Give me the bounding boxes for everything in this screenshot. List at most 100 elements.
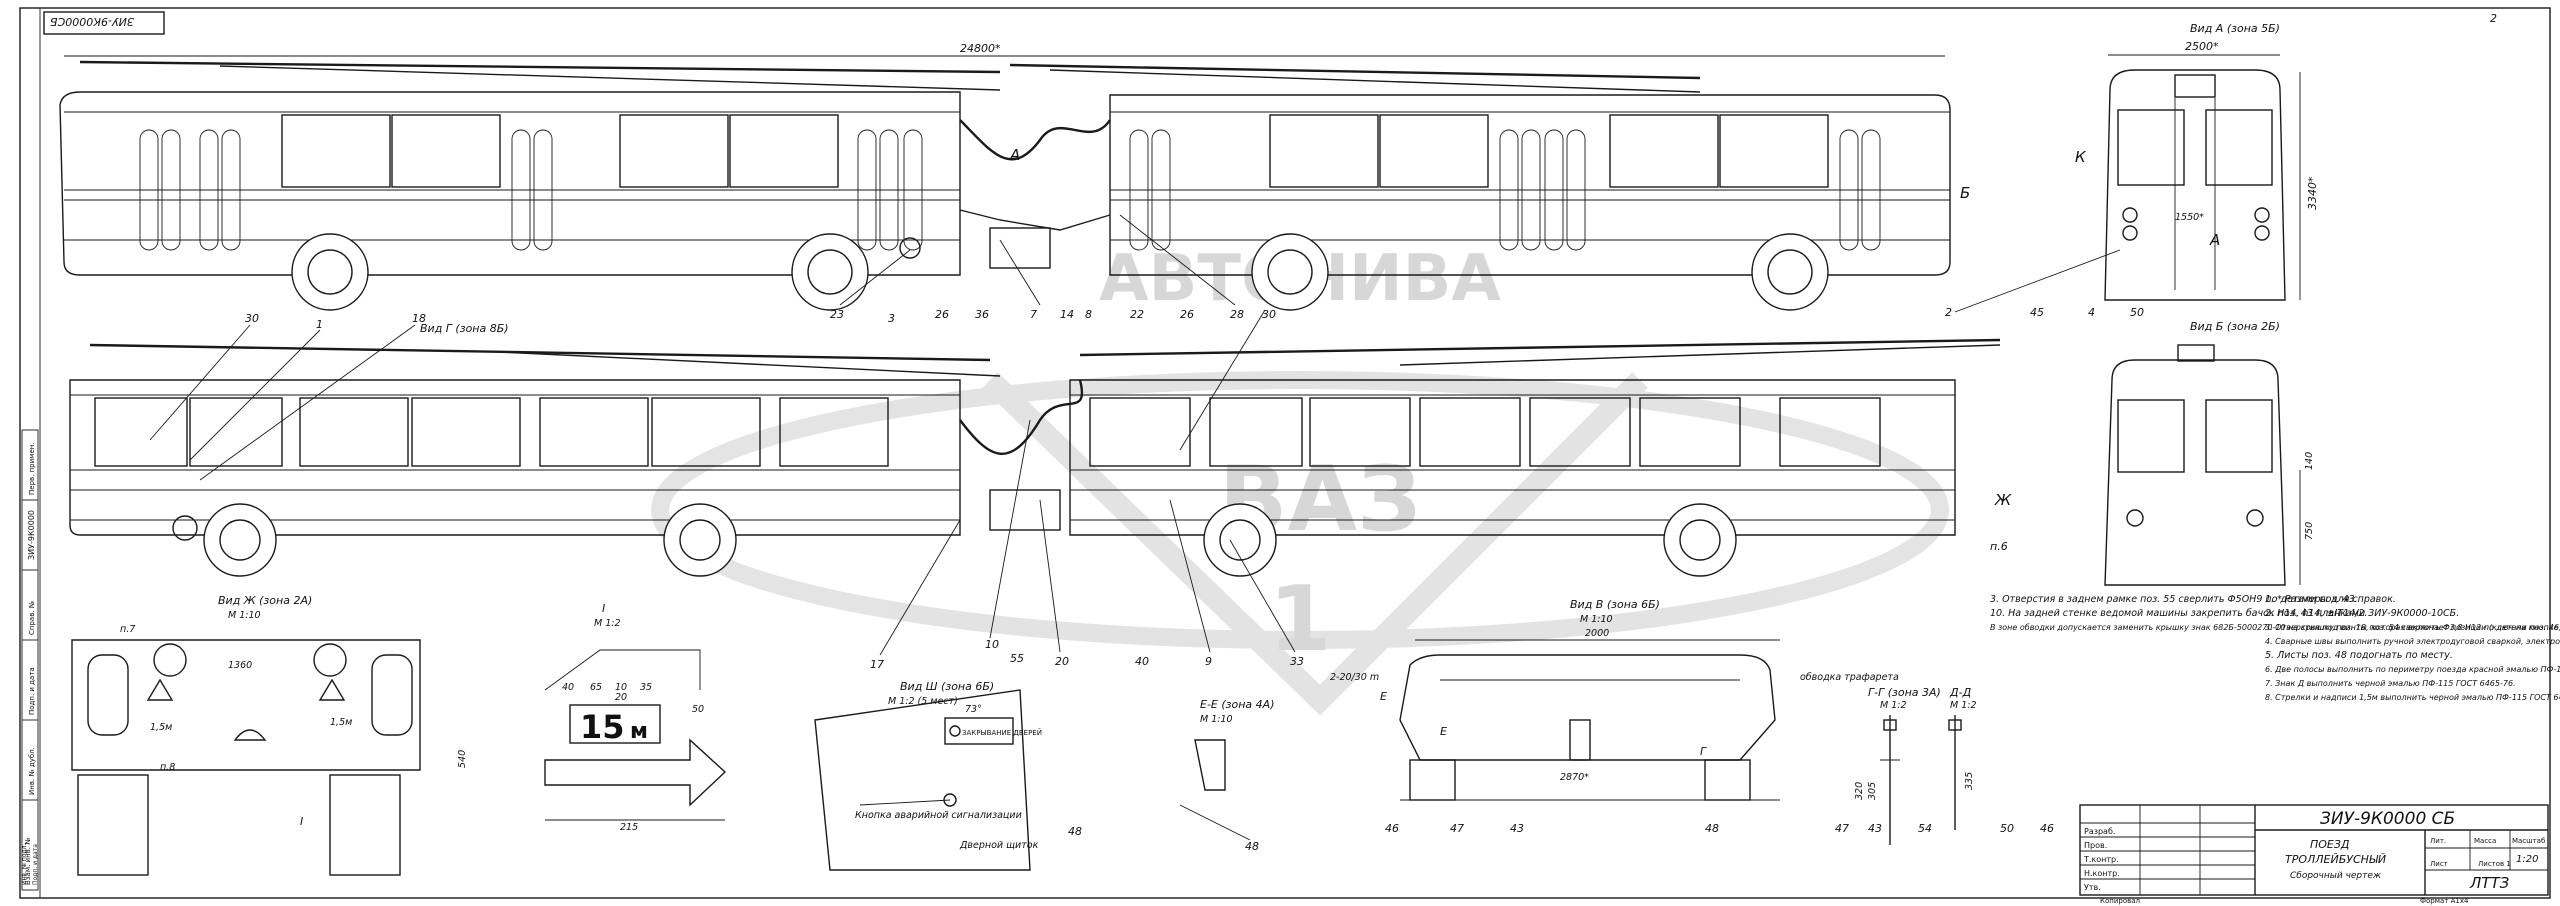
view-gg-label: Г-Г (зона 3А) — [1868, 686, 1941, 699]
letter-a-front: А — [2209, 231, 2220, 249]
note-9: 7. Знак Д выполнить черной эмалью ПФ-115… — [2265, 679, 2516, 688]
note-10: 8. Стрелки и надписи 1,5м выполнить черн… — [2265, 693, 2560, 702]
callout-48c: 48 — [1705, 822, 1719, 835]
tb-scale: 1:20 — [2516, 854, 2538, 865]
side-stamp-e: Инв. № дубл. — [28, 747, 36, 795]
note-6: 4. Сварные швы выполнить ручной электрод… — [2265, 637, 2560, 646]
view-dd-label: Д-Д — [1949, 686, 1972, 699]
dim-220: 2-20/30 m — [1330, 672, 1379, 683]
tb-row-0: Разраб. — [2084, 827, 2115, 836]
callout-30b: 30 — [1262, 308, 1276, 321]
view-gg-scale: М 1:2 — [1880, 700, 1907, 711]
door-panel-label: Дверной щиток — [959, 840, 1039, 851]
callout-17: 17 — [870, 658, 884, 671]
callout-55: 55 — [1010, 652, 1024, 665]
side-view-bottom: Вид Г (зона 8Б) Ж п.6 — [69, 322, 2012, 577]
label-p6: п.6 — [1990, 540, 2008, 553]
front-width: 2500* — [2185, 40, 2219, 53]
label-p8: п.8 — [160, 762, 175, 773]
technical-notes: 3. Отверстия в заднем рамке поз. 55 свер… — [1990, 594, 2560, 702]
tb-sheets-label: Листов 1 — [2478, 860, 2511, 868]
dim-35: 35 — [640, 682, 652, 693]
view-a-label: Вид А (зона 5Б) — [2190, 22, 2280, 35]
note-3: 1. * Размеры для справок. — [2265, 594, 2396, 605]
sign-unit: м — [630, 719, 648, 744]
callout-48a: 48 — [1068, 825, 1082, 838]
view-ee-section: Е-Е (зона 4А) М 1:10 48 — [1179, 698, 1274, 853]
lamp-text: ЗАКРЫВАНИЕ ДВЕРЕЙ — [962, 728, 1042, 737]
sign-number: 15 — [580, 708, 625, 746]
sheet-frame — [19, 7, 2551, 899]
dim-40: 40 — [562, 682, 574, 693]
callout-7: 7 — [1030, 308, 1037, 321]
side-stamp-c: Справ. № — [28, 601, 36, 635]
view-i-label: I — [602, 602, 605, 615]
view-g-label: Вид Г (зона 8Б) — [420, 322, 509, 335]
letter-zh: Ж — [1994, 491, 2012, 509]
dim-215: 215 — [620, 822, 638, 833]
callout-43b: 43 — [1868, 822, 1882, 835]
side-stamp: ЗИУ-9К0000 Перв. примен. Справ. № Подп. … — [21, 429, 39, 891]
callout-26b: 26 — [1180, 308, 1194, 321]
callout-18: 18 — [412, 312, 426, 325]
emergency-button-label: Кнопка аварийной сигнализации — [855, 810, 1022, 821]
tb-row-2: Т.контр. — [2083, 855, 2119, 864]
tb-name-1: ПОЕЗД — [2310, 838, 2350, 851]
note-4: 2. Н14, h14, ±IT14/2. — [2265, 608, 2367, 619]
front-view-a: Вид А (зона 5Б) 2500* 3340* К А 1550* — [2075, 22, 2319, 301]
callout-23: 23 — [830, 308, 844, 321]
callout-50b: 50 — [2000, 822, 2014, 835]
callout-46b: 46 — [2040, 822, 2054, 835]
view-dd-scale: М 1:2 — [1950, 700, 1977, 711]
side-stamp-a: ЗИУ-9К0000 — [27, 510, 36, 560]
callout-1: 1 — [316, 318, 323, 331]
footer-format: Формат А1х4 — [2420, 897, 2469, 905]
callout-28: 28 — [1230, 308, 1244, 321]
callout-40: 40 — [1135, 655, 1149, 668]
note-5: 3. Отверстия под винты поз. 54 сверлить … — [2265, 623, 2560, 632]
dim-305: 305 — [1867, 782, 1878, 800]
callout-4: 4 — [2088, 306, 2095, 319]
view-v-detail: Вид В (зона 6Б) М 1:10 2000 2870* 2-20/3… — [1330, 598, 1899, 835]
dim-73: 73° — [965, 704, 982, 715]
footer-copied: Копировал — [2100, 897, 2140, 905]
view-gg-dd: Г-Г (зона 3А) М 1:2 320 305 Д-Д М 1:2 33… — [1835, 686, 2054, 845]
dim-140: 140 — [2304, 452, 2315, 470]
view-sh-detail: Вид Ш (зона 6Б) М 1:2 (5 мест) ЗАКРЫВАНИ… — [814, 652, 1082, 871]
view-b-label: Вид Б (зона 2Б) — [2190, 320, 2280, 333]
callout-47b: 47 — [1835, 822, 1849, 835]
callout-2: 2 — [1945, 306, 1952, 319]
letter-a-top: А — [1009, 146, 1020, 164]
callout-26a: 26 — [935, 308, 949, 321]
tb-scale-label: Масштаб — [2512, 837, 2545, 845]
view-zh-label: Вид Ж (зона 2А) — [218, 594, 312, 607]
note-0: 3. Отверстия в заднем рамке поз. 55 свер… — [1990, 594, 2358, 605]
rear-view-b: Вид Б (зона 2Б) 140 750 — [2104, 320, 2315, 586]
dim-320: 320 — [1854, 782, 1865, 800]
width-2000: 2000 — [1585, 628, 1609, 639]
label-m15b: 1,5м — [330, 717, 352, 728]
side-view-top: 24800* — [59, 42, 1970, 311]
side-stamp-f: Взам. инв. № — [24, 837, 32, 885]
dim-335: 335 — [1964, 772, 1975, 790]
view-i-scale: М 1:2 — [594, 618, 621, 629]
letter-b-top: Б — [1960, 184, 1970, 202]
tb-mass-label: Масса — [2474, 837, 2496, 845]
callout-36: 36 — [975, 308, 989, 321]
watermark-text-c: 1 — [1269, 567, 1332, 672]
dim-50: 50 — [692, 704, 704, 715]
callout-30: 30 — [245, 312, 259, 325]
callout-33: 33 — [1290, 655, 1304, 668]
overall-length: 24800* — [960, 42, 1001, 55]
view-zh-detail: Вид Ж (зона 2А) М 1:10 п.7 п.8 1,5м 1,5м… — [71, 594, 468, 876]
dim-1360: 1360 — [228, 660, 252, 671]
title-block: Разраб. Пров. Т.контр. Н.контр. Утв. ЗИУ… — [2079, 804, 2549, 896]
view-sh-scale: М 1:2 (5 мест) — [888, 696, 958, 707]
note-7: 5. Листы поз. 48 подогнать по месту. — [2265, 650, 2453, 661]
side-stamp-d: Подп. и дата — [28, 667, 36, 715]
rear-height: 2870* — [1560, 772, 1589, 783]
dim-750: 750 — [2304, 522, 2315, 540]
tb-row-3: Н.контр. — [2084, 869, 2120, 878]
view-v-label: Вид В (зона 6Б) — [1570, 598, 1660, 611]
